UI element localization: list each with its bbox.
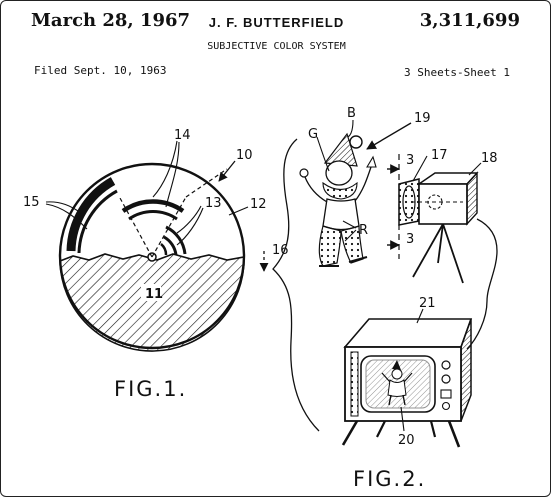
ref-13: 13 [205,196,222,211]
clown-right-arm [354,166,372,202]
leader-r-a [342,220,357,229]
figure-brace [272,138,320,432]
tripod-leg-right [442,223,464,284]
clown-right-hand [366,155,377,168]
fig2-camera-tv-diagram: B G R 19 3 3 17 18 21 20 FIG.2. [272,106,498,491]
light-arrow-19 [366,122,412,150]
arc-band-13-inner [163,235,178,256]
ref-10: 10 [236,148,253,163]
ref-section-3-bottom: 3 [406,232,414,247]
leader-g [316,136,330,172]
tv-leg-front-left [341,420,359,446]
clown-left-leg [318,225,342,267]
tv-leg-back-left [376,420,386,438]
sector-extension-line [185,168,228,198]
ref-20: 20 [398,433,415,448]
patent-number: 3,311,699 [419,10,520,31]
leader-15b [45,203,88,230]
ref-g: G [308,127,318,142]
inventor-name: J. F. BUTTERFIELD [208,15,345,30]
arc-band-15-inner [77,189,118,254]
screen-clown-legs [388,394,406,406]
clown-ruff [322,181,358,200]
arc-band-13-core [160,243,168,256]
leader-20 [400,406,405,432]
fig1-disc-diagram: 15 14 13 10 12 16 11 FIG.1. [23,128,289,401]
arc-band-14-inner [128,209,178,221]
television-receiver [341,318,473,448]
ref-11-background [141,284,161,301]
sector-boundary-left [119,197,153,258]
screen-clown-arm-left [381,372,391,383]
ref-14: 14 [174,128,191,143]
leader-17 [412,155,428,182]
tv-speaker-grille [350,351,359,417]
tv-leg-back-right [429,420,437,438]
ref-15: 15 [23,195,40,210]
tv-leg-front-right [447,420,461,448]
leader-15a [45,201,82,214]
hat-pompom [349,135,363,149]
ref-r: R [359,223,368,238]
clown-right-shoe [348,256,368,263]
screen-clown-head [391,368,403,380]
ref-16: 16 [272,243,289,258]
patent-date: March 28, 1967 [31,10,191,31]
camera-side [466,171,478,226]
ref-12: 12 [250,197,267,212]
tv-knob-3 [441,401,451,411]
tv-knob-2 [441,374,451,384]
leader-14a [152,140,178,198]
tv-knob-1 [441,360,451,370]
clown-body [322,198,360,231]
camera-cable [466,218,498,350]
ref-19: 19 [414,111,431,126]
ref-17: 17 [431,148,448,163]
leader-21 [416,308,424,324]
patent-title: SUBJECTIVE COLOR SYSTEM [207,41,346,52]
arc-band-13-outer [165,225,187,255]
ref-18: 18 [481,151,498,166]
filed-date: Filed Sept. 10, 1963 [34,64,167,77]
leader-12 [228,206,249,216]
leader-18 [468,162,482,176]
screen-clown-image [381,360,413,406]
clown-subject [299,132,377,267]
fig1-label: FIG.1. [114,377,187,401]
ref-section-3-top: 3 [406,153,414,168]
screen-clown-body [387,379,407,397]
leader-14b [165,141,180,208]
tripod-leg-middle [437,223,444,264]
leader-13b [176,207,204,246]
clown-left-arm [304,176,328,203]
tv-control-panel [440,389,452,399]
hatched-black-sector [59,253,245,352]
leader-13a [176,205,202,234]
ref-b: B [347,106,356,121]
tripod-leg-left [412,223,444,278]
tv-camera [398,171,479,284]
arrow-10 [218,160,236,182]
clown-head [325,160,353,186]
screen-clown-arm-right [403,372,413,383]
sheet-count: 3 Sheets-Sheet 1 [404,66,510,79]
clown-left-hand [299,168,309,178]
ref-11: 11 [145,287,163,302]
arc-band-14-outer [121,199,185,213]
tv-top [343,318,473,348]
ref-21: 21 [419,296,436,311]
leader-r-b [344,229,357,242]
fig2-label: FIG.2. [353,467,426,491]
leader-b [347,119,354,138]
arc-band-15-fill [68,178,115,252]
camera-body [418,183,468,225]
screen-clown-hat [392,360,401,370]
